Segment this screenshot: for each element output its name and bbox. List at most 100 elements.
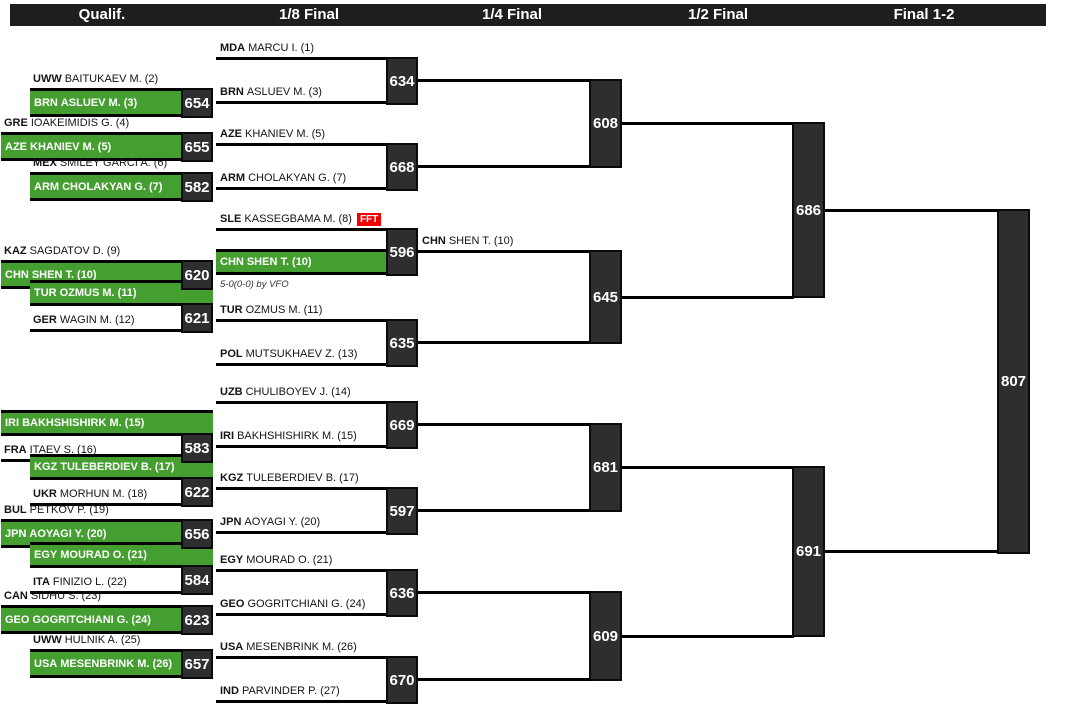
seed-number: (20) xyxy=(86,527,107,540)
athlete-name: PETKOV P. xyxy=(29,504,87,516)
bracket-line xyxy=(216,613,418,616)
athlete-name: SHEN T. xyxy=(246,256,290,268)
seed-number: (10) xyxy=(77,268,97,281)
athlete-name: SMILEY GARCI A. xyxy=(59,157,151,169)
seed-number: (11) xyxy=(117,287,137,299)
bracket-line xyxy=(216,656,418,659)
match-number: 623 xyxy=(184,611,210,629)
column-header: Final 1-2 xyxy=(894,4,955,26)
bracket-line xyxy=(216,228,418,231)
seed-number: (11) xyxy=(303,304,323,316)
match-number-box: 636 xyxy=(386,569,418,617)
match-number: 669 xyxy=(389,416,415,434)
match-number-box: 596 xyxy=(386,228,418,276)
country-code: GER xyxy=(33,314,57,326)
athlete-name: SHEN T. xyxy=(448,235,491,247)
bracket-line xyxy=(216,57,418,60)
bracket-line xyxy=(418,423,591,426)
seed-number: (3) xyxy=(123,96,138,109)
column-header-label: 1/2 Final xyxy=(687,6,749,23)
bracket-line xyxy=(418,250,591,253)
bracket-line xyxy=(30,503,213,506)
country-code: TUR xyxy=(34,287,57,299)
match-number: 657 xyxy=(184,655,210,673)
country-code: MEX xyxy=(33,157,57,169)
bracket-line xyxy=(30,303,213,306)
bracket-line xyxy=(30,88,213,91)
athlete-name: CHULIBOYEV J. xyxy=(245,386,329,398)
athlete-name: CHOLAKYAN G. xyxy=(62,180,146,193)
athlete-name: ASLUEV M. xyxy=(246,86,306,98)
country-code: USA xyxy=(34,657,58,670)
country-code: CAN xyxy=(4,590,28,602)
athlete-name: AOYAGI Y. xyxy=(29,527,84,540)
athlete-name: SHEN T. xyxy=(31,268,75,281)
country-code: ITA xyxy=(33,576,50,588)
country-code: TUR xyxy=(220,304,243,316)
column-header: Qualif. xyxy=(79,4,126,26)
bracket-line xyxy=(30,565,213,568)
athlete-name: MUTSUKHAEV Z. xyxy=(245,348,335,360)
match-number-box: 623 xyxy=(181,605,213,635)
country-code: USA xyxy=(220,641,244,653)
column-header: 1/4 Final xyxy=(482,4,542,26)
country-code: CHN xyxy=(5,268,29,281)
seed-number: (12) xyxy=(115,314,135,326)
seed-number: (21) xyxy=(127,549,147,561)
athlete-name: MORHUN M. xyxy=(59,488,125,500)
match-number-box: 681 xyxy=(589,423,622,512)
match-number-box: 655 xyxy=(181,132,213,162)
country-code: CHN xyxy=(422,235,446,247)
seed-number: (14) xyxy=(331,386,351,398)
column-header-label: Qualif. xyxy=(78,6,126,23)
result-note-text: 5-0(0-0) by VFO xyxy=(220,279,289,290)
country-code: UWW xyxy=(33,73,62,85)
seed-number: (8) xyxy=(338,213,352,225)
match-number: 584 xyxy=(184,571,210,589)
athlete-name: MESENBRINK M. xyxy=(246,641,335,653)
athlete-name: AOYAGI Y. xyxy=(244,516,298,528)
bracket-line xyxy=(823,209,999,212)
country-code: GEO xyxy=(5,613,30,626)
country-code: IND xyxy=(220,685,239,697)
match-number-box: 669 xyxy=(386,401,418,449)
match-number: 620 xyxy=(184,266,210,284)
seed-number: (10) xyxy=(292,256,312,268)
country-code: EGY xyxy=(34,549,58,561)
athlete-name: KHANIEV M. xyxy=(30,140,95,153)
country-code: IRI xyxy=(5,417,20,429)
column-header: 1/8 Final xyxy=(279,4,339,26)
athlete-name: MOURAD O. xyxy=(246,554,310,566)
match-number: 608 xyxy=(592,115,619,132)
athlete-name: BAKHSHISHIRK M. xyxy=(22,417,122,429)
seed-number: (7) xyxy=(149,180,163,193)
match-number: 655 xyxy=(184,138,210,156)
match-number: 807 xyxy=(1000,373,1027,390)
country-code: GEO xyxy=(220,598,245,610)
seed-number: (16) xyxy=(77,444,97,456)
athlete-name: MARCU I. xyxy=(248,42,298,54)
bracket-line xyxy=(620,296,794,299)
match-number-box: 670 xyxy=(386,656,418,704)
seed-number: (21) xyxy=(312,554,333,566)
country-code: KAZ xyxy=(4,245,27,257)
seed-number: (25) xyxy=(120,634,141,646)
bracket-line xyxy=(30,591,213,594)
country-code: MDA xyxy=(220,42,246,54)
athlete-name: WAGIN M. xyxy=(59,314,112,326)
country-code: POL xyxy=(220,348,243,360)
bracket-line xyxy=(30,477,213,480)
bracket-line xyxy=(216,319,418,322)
